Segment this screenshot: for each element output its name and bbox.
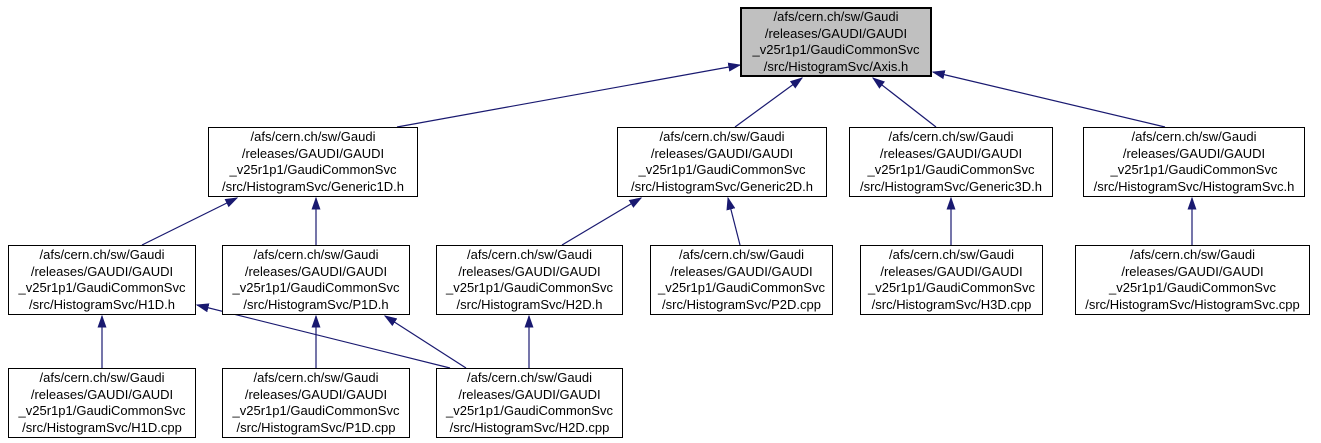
graph-node-histogramsvc-h[interactable]: /afs/cern.ch/sw/Gaudi /releases/GAUDI/GA… xyxy=(1083,127,1305,197)
graph-edge-generic2d-h-to-axis-h xyxy=(734,77,804,128)
graph-node-h3d-cpp[interactable]: /afs/cern.ch/sw/Gaudi /releases/GAUDI/GA… xyxy=(860,245,1043,315)
graph-edge-histogramsvc-h-to-axis-h xyxy=(931,70,1166,128)
graph-node-h2d-cpp[interactable]: /afs/cern.ch/sw/Gaudi /releases/GAUDI/GA… xyxy=(436,368,623,438)
graph-edge-generic1d-h-to-axis-h xyxy=(396,62,742,128)
graph-node-h1d-cpp[interactable]: /afs/cern.ch/sw/Gaudi /releases/GAUDI/GA… xyxy=(8,368,196,438)
graph-edge-h1d-h-to-generic1d-h xyxy=(141,197,239,246)
graph-edge-h2d-cpp-to-h1d-h xyxy=(195,303,451,369)
graph-node-generic1d-h[interactable]: /afs/cern.ch/sw/Gaudi /releases/GAUDI/GA… xyxy=(208,127,418,197)
graph-edge-p2d-cpp-to-generic2d-h xyxy=(726,196,741,246)
graph-node-histogramsvc-cpp[interactable]: /afs/cern.ch/sw/Gaudi /releases/GAUDI/GA… xyxy=(1075,245,1310,315)
graph-edge-h2d-h-to-generic2d-h xyxy=(561,197,643,246)
graph-node-p1d-h[interactable]: /afs/cern.ch/sw/Gaudi /releases/GAUDI/GA… xyxy=(222,245,410,315)
graph-node-axis-h: /afs/cern.ch/sw/Gaudi /releases/GAUDI/GA… xyxy=(740,7,932,77)
graph-node-p2d-cpp[interactable]: /afs/cern.ch/sw/Gaudi /releases/GAUDI/GA… xyxy=(650,245,833,315)
graph-edge-generic3d-h-to-axis-h xyxy=(871,77,937,128)
graph-node-h1d-h[interactable]: /afs/cern.ch/sw/Gaudi /releases/GAUDI/GA… xyxy=(8,245,196,315)
graph-node-h2d-h[interactable]: /afs/cern.ch/sw/Gaudi /releases/GAUDI/GA… xyxy=(436,245,623,315)
graph-node-p1d-cpp[interactable]: /afs/cern.ch/sw/Gaudi /releases/GAUDI/GA… xyxy=(222,368,410,438)
graph-edge-h2d-cpp-to-p1d-h xyxy=(383,315,467,369)
graph-node-generic2d-h[interactable]: /afs/cern.ch/sw/Gaudi /releases/GAUDI/GA… xyxy=(617,127,827,197)
graph-node-generic3d-h[interactable]: /afs/cern.ch/sw/Gaudi /releases/GAUDI/GA… xyxy=(849,127,1053,197)
